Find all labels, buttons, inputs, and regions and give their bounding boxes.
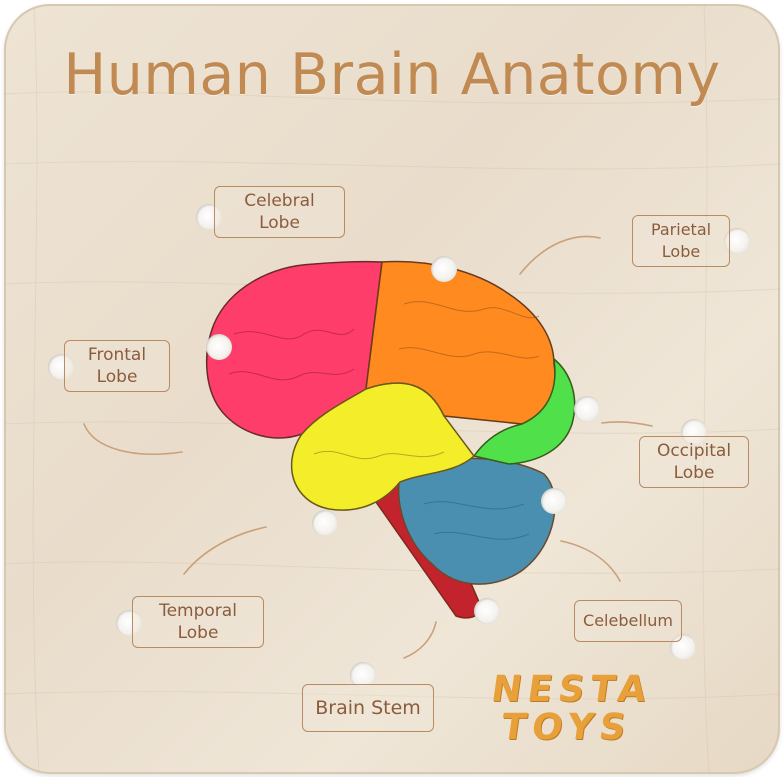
knob-hole (474, 598, 500, 624)
label-frontal-lobe: Frontal Lobe (64, 340, 170, 392)
label-temporal-lobe: Temporal Lobe (132, 596, 264, 648)
label-occipital-lobe: Occipital Lobe (639, 436, 749, 488)
knob-hole (312, 510, 338, 536)
knob-hole (431, 256, 457, 282)
nesta-toys-logo: NESTA TOYS (479, 672, 659, 746)
arrow-frontal (84, 424, 182, 454)
label-parietal-lobe: Parietal Lobe (632, 215, 730, 267)
arrow-occipital (602, 422, 652, 426)
logo-line-2: TOYS (479, 710, 654, 746)
knob-hole (574, 396, 600, 422)
logo-line-1: NESTA (484, 672, 659, 708)
knob-hole (206, 334, 232, 360)
arrow-parietal (520, 237, 600, 275)
knob-hole (541, 488, 567, 514)
arrow-temporal (184, 527, 266, 574)
label-celebellum: Celebellum (574, 600, 682, 642)
arrow-brain-stem (404, 622, 436, 658)
label-brain-stem: Brain Stem (302, 684, 434, 732)
label-celebral-lobe: Celebral Lobe (214, 186, 345, 238)
arrow-celebellum (561, 541, 620, 581)
wooden-puzzle-board: Human Brain Anatomy (4, 4, 780, 774)
